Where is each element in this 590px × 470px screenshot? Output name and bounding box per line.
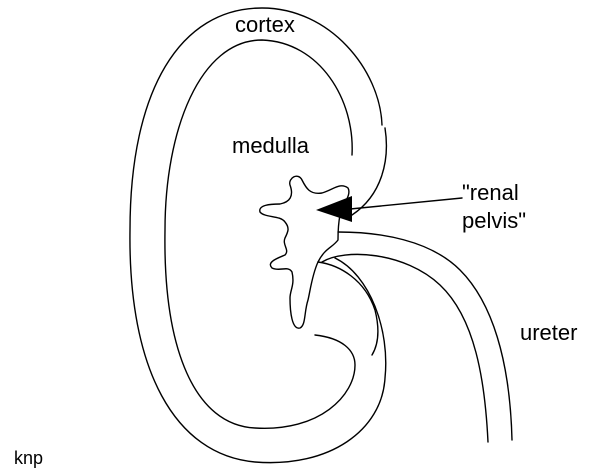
- pelvis-lower-connection: [318, 262, 378, 355]
- ureter-inner-line: [322, 254, 488, 442]
- kidney-outer-outline: [130, 8, 386, 463]
- ureter-label: ureter: [520, 320, 577, 345]
- author-label: knp: [14, 448, 43, 468]
- kidney-inner-outline: [165, 40, 355, 428]
- medulla-label: medulla: [232, 133, 310, 158]
- renal-pelvis-arrow-line: [340, 198, 462, 210]
- renal-pelvis-label-line1: "renal: [462, 180, 519, 205]
- renal-pelvis-label-line2: pelvis": [462, 208, 526, 233]
- kidney-hilum-upper-edge: [352, 128, 386, 215]
- cortex-label: cortex: [235, 12, 295, 37]
- renal-pelvis-arrowhead: [316, 196, 352, 222]
- renal-pelvis-shape: [260, 176, 349, 328]
